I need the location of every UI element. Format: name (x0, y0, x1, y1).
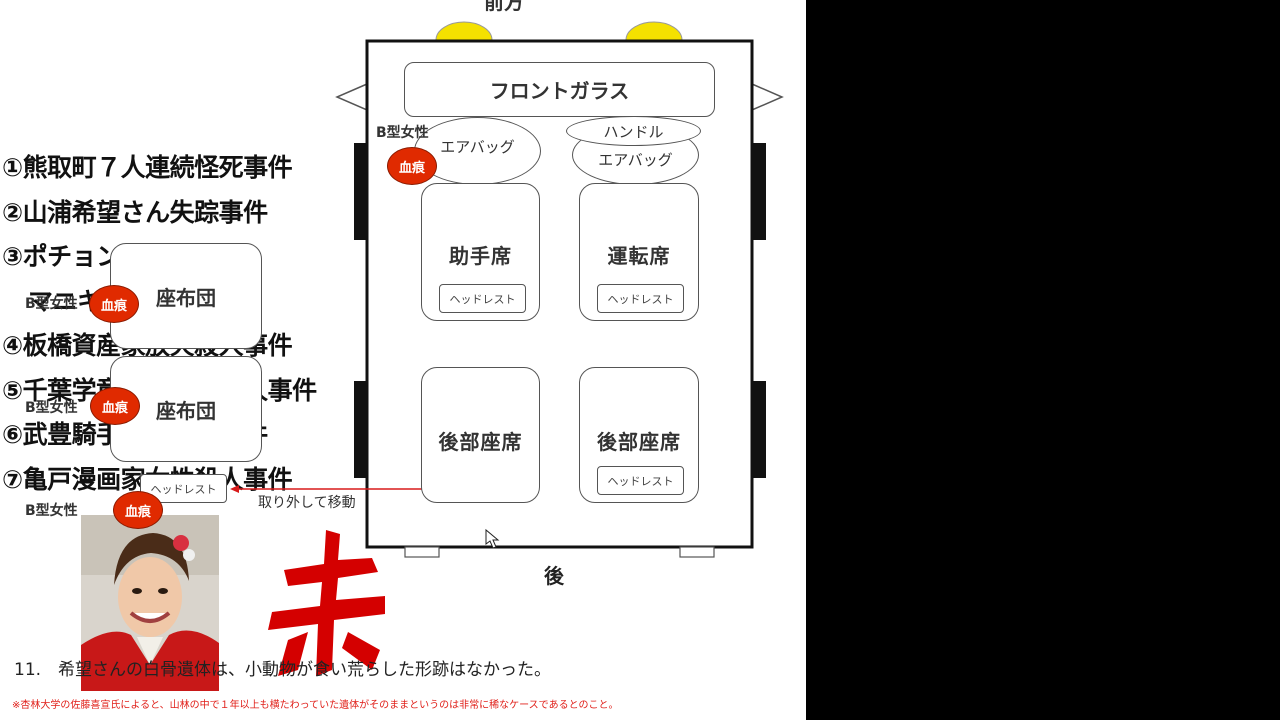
rear-light-left (404, 546, 440, 558)
portrait-photo (81, 515, 219, 691)
b-type-woman-label: B型女性 (376, 125, 429, 141)
seat-label: 後部座席 (597, 430, 681, 454)
bloodstain-marker: 血痕 (387, 147, 437, 185)
tire-front-right (752, 143, 766, 240)
tire-front-left (354, 143, 368, 240)
rear-label: 後 (544, 564, 564, 588)
tire-rear-left (354, 381, 368, 478)
seat-label: 助手席 (449, 244, 512, 268)
case-item: ①熊取町７人連続怪死事件 (2, 153, 293, 182)
b-type-woman-label: B型女性 (25, 296, 78, 312)
headrest-rear-right: ヘッドレスト (597, 466, 684, 495)
brand-name: XSplit Broadcaster (64, 31, 181, 47)
headrest-moved: ヘッドレスト (140, 474, 227, 503)
move-note: 取り外して移動 (258, 495, 356, 511)
slide-content: 前方 フロントガラス エアバッグ エアバッグ ハンドル 助手席 ヘッドレスト 運… (0, 0, 806, 720)
move-arrow-head (230, 485, 239, 493)
xsplit-logo-icon (30, 26, 56, 52)
case-item: ②山浦希望さん失踪事件 (2, 197, 268, 227)
red-brush-logo (268, 530, 385, 676)
bloodstain-marker: 血痕 (89, 285, 139, 323)
footer-text: 11. 希望さんの白骨遺体は、小動物が食い荒らした形跡はなかった。 (14, 660, 552, 680)
bloodstain-marker: 血痕 (113, 491, 163, 529)
windshield: フロントガラス (404, 62, 715, 117)
bloodstain-marker: 血痕 (90, 387, 140, 425)
rear-seat-left: 後部座席 (421, 367, 540, 503)
airbag-passenger: エアバッグ (414, 117, 541, 185)
xsplit-brand: XSplit Broadcaster (30, 22, 180, 56)
b-type-woman-label: B型女性 (25, 400, 78, 416)
headrest-passenger: ヘッドレスト (439, 284, 526, 313)
steering-handle: ハンドル (566, 116, 701, 146)
headrest-driver: ヘッドレスト (597, 284, 684, 313)
tire-rear-right (752, 381, 766, 478)
b-type-woman-label: B型女性 (25, 503, 78, 519)
diagram-top-title: 前方 (484, 0, 524, 14)
rear-light-right (679, 546, 715, 558)
mirror-right (751, 82, 784, 112)
mirror-left (335, 82, 368, 112)
footer-note: ※杏林大学の佐藤喜宣氏によると、山林の中で１年以上も横たわっていた遺体がそのまま… (12, 700, 619, 711)
seat-label: 後部座席 (438, 430, 523, 454)
seat-label: 運転席 (607, 244, 671, 268)
mouse-cursor-icon (485, 528, 500, 549)
